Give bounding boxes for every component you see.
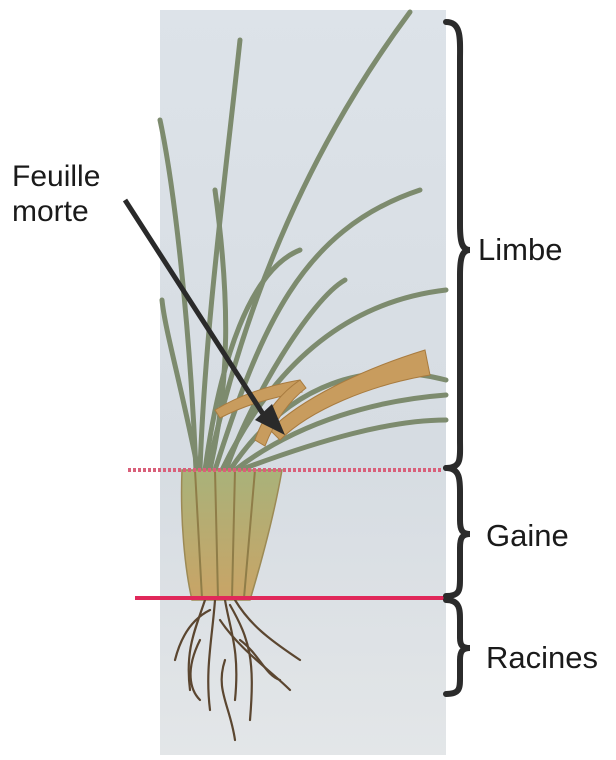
limbe-label: Limbe [478,232,562,268]
racines-label: Racines [486,640,598,676]
dead-leaf-label-line2: morte [12,195,100,230]
dead-leaf-label-line1: Feuille [12,160,100,195]
dead-leaf-label: Feuille morte [12,160,100,229]
gaine-label: Gaine [486,518,569,554]
brace-limbe [446,22,470,468]
brace-gaine [446,468,470,596]
brace-racines [446,600,470,694]
